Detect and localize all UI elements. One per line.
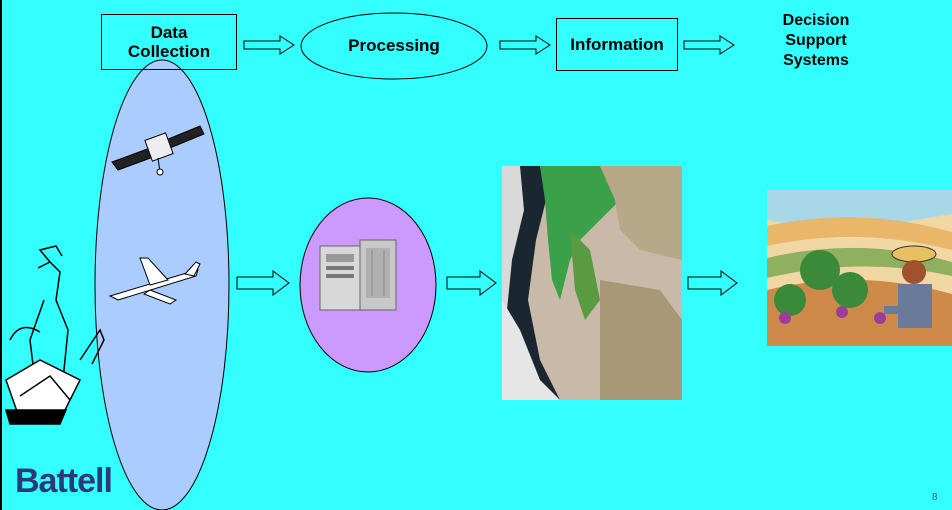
decision-support-label: Decision Support Systems [782,12,850,69]
battelle-logo: Battell [15,462,113,500]
arrow-processing-to-information [499,35,551,55]
arrow-image-to-decision [687,270,738,296]
information-box: Information [556,18,678,71]
satellite-image [502,166,682,400]
airplane-icon [108,257,201,305]
arrow-collection-to-processing [243,35,295,55]
data-collection-box: Data Collection [101,14,237,70]
processing-ellipse [300,12,488,80]
arrow-information-to-dss [683,35,735,55]
engineer-clipart [5,245,105,425]
left-border [0,0,2,510]
processing-label: Processing [348,36,440,55]
vineyard-farmer-image [767,190,952,346]
server-icon [319,239,397,311]
information-label: Information [570,35,664,54]
arrow-server-to-image [446,270,497,296]
arrow-sources-to-server [236,270,290,296]
page-number: 8 [932,492,938,503]
satellite-icon [111,125,205,176]
data-collection-label: Data Collection [127,23,211,61]
